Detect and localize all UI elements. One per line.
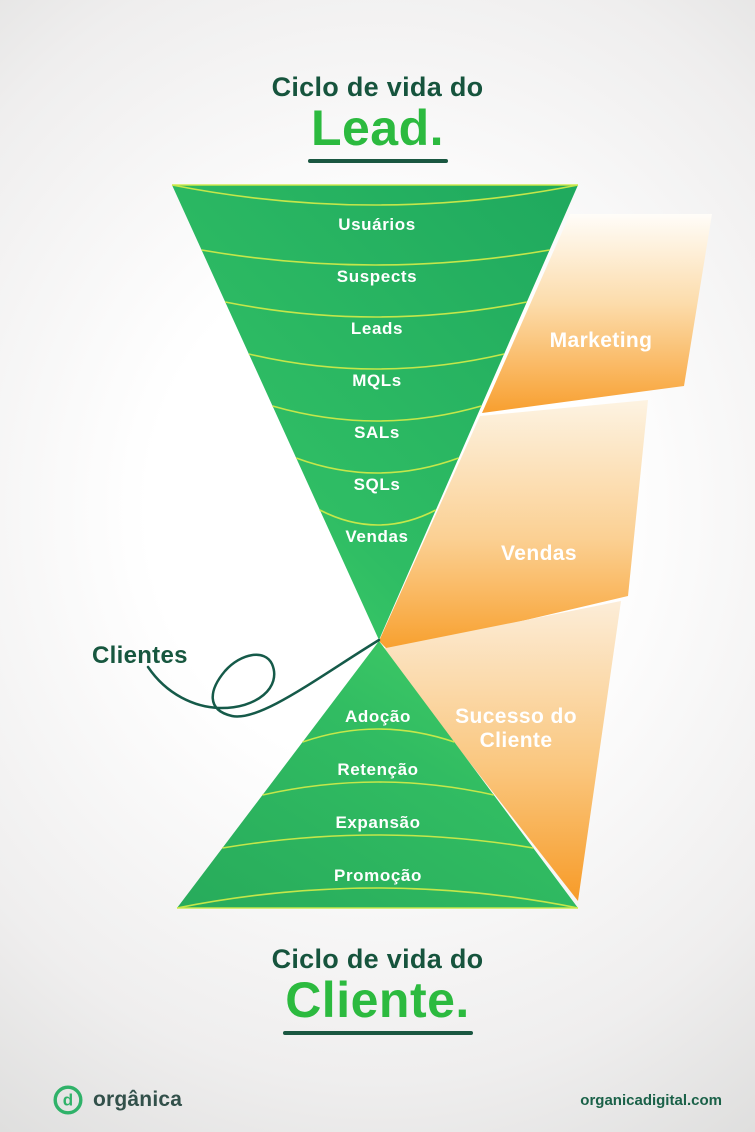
footer-bar: d orgânica organicadigital.com (0, 1070, 755, 1132)
vendas-band-label: Vendas (501, 542, 577, 565)
lead-funnel-shape (172, 185, 578, 640)
lead-title-line2: Lead. (310, 100, 445, 156)
lead-stage-suspects: Suspects (337, 267, 417, 286)
clientes-pointer-scribble (146, 638, 381, 718)
brand-name: orgânica (93, 1088, 183, 1111)
lead-funnel-divider-lines (171, 184, 579, 526)
lead-stage-mqls: MQLs (352, 371, 402, 390)
lead-title-block: Ciclo de vida do Lead. (0, 72, 755, 163)
client-title-underline (282, 1031, 473, 1035)
client-stage-promocao: Promoção (334, 866, 422, 885)
client-title-line2: Cliente. (285, 972, 470, 1028)
lead-stage-vendas: Vendas (345, 527, 408, 546)
organica-logo-icon: d (53, 1085, 83, 1115)
clientes-label: Clientes (92, 642, 188, 669)
vendas-band (379, 400, 648, 652)
sucesso-band-label-line1: Sucesso do (455, 705, 577, 728)
client-stage-expansao: Expansão (335, 813, 420, 832)
website-text: organicadigital.com (580, 1092, 722, 1109)
lead-stage-sals: SALs (354, 423, 400, 442)
client-stage-retencao: Retenção (337, 760, 418, 779)
lead-stage-sqls: SQLs (354, 475, 401, 494)
marketing-band-label: Marketing (550, 329, 653, 352)
marketing-band (482, 214, 712, 413)
lead-stage-leads: Leads (351, 319, 403, 338)
client-stage-adocao: Adoção (345, 707, 411, 726)
client-title-block: Ciclo de vida do Cliente. (0, 944, 755, 1035)
client-title-line1: Ciclo de vida do (271, 944, 484, 974)
sucesso-band (381, 601, 621, 901)
client-funnel-divider-lines (176, 728, 579, 909)
brand-lockup: d orgânica (52, 1084, 182, 1116)
lead-title-line1: Ciclo de vida do (271, 72, 484, 102)
client-funnel-labels: Adoção Retenção Expansão Promoção (334, 707, 422, 885)
svg-text:d: d (63, 1091, 73, 1110)
lead-title-underline (307, 159, 448, 163)
lead-stage-usuarios: Usuários (338, 215, 416, 234)
lead-funnel-labels: Usuários Suspects Leads MQLs SALs SQLs V… (337, 215, 417, 546)
sucesso-band-label-line2: Cliente (480, 729, 553, 752)
